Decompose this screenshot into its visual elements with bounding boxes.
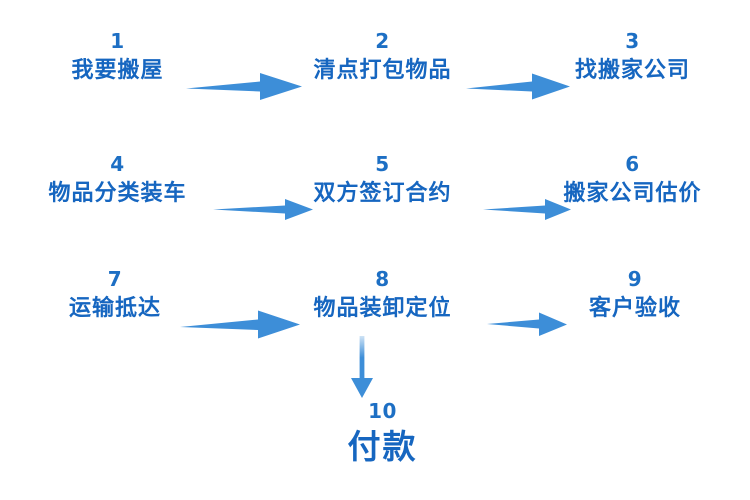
step-number-5: 5: [375, 152, 390, 176]
flow-step-9[interactable]: 9 客户验收: [550, 266, 720, 326]
step-number-10: 10: [368, 399, 397, 423]
flow-step-2[interactable]: 2 清点打包物品: [295, 28, 470, 88]
step-number-4: 4: [110, 152, 125, 176]
flow-step-4[interactable]: 4 物品分类装车: [25, 151, 210, 211]
flow-step-3[interactable]: 3 找搬家公司: [545, 28, 720, 88]
arrow-right-step5-step6: [483, 191, 571, 223]
arrow-right-step4-step5: [213, 191, 313, 223]
flow-step-10[interactable]: 10 付款: [295, 398, 470, 470]
flow-row-3: 7 运输抵达 8 物品装卸定位 9 客户验收: [0, 248, 750, 358]
flow-step-8[interactable]: 8 物品装卸定位: [295, 266, 470, 326]
step-number-7: 7: [107, 267, 123, 291]
arrow-down-step8-step10: [340, 336, 384, 398]
step-label-9: 客户验收: [588, 296, 681, 321]
step-label-6: 搬家公司估价: [563, 181, 702, 206]
arrow-right-step2-step3: [466, 64, 570, 104]
flow-step-6[interactable]: 6 搬家公司估价: [540, 151, 725, 211]
step-label-8: 物品装卸定位: [313, 296, 452, 321]
step-number-3: 3: [625, 29, 640, 53]
step-number-9: 9: [627, 267, 643, 291]
flow-step-1[interactable]: 1 我要搬屋: [30, 28, 205, 88]
step-label-10: 付款: [347, 427, 418, 466]
flow-step-7[interactable]: 7 运输抵达: [35, 266, 195, 326]
step-label-3: 找搬家公司: [574, 58, 690, 83]
step-label-2: 清点打包物品: [313, 58, 452, 83]
step-label-4: 物品分类装车: [48, 181, 187, 206]
arrow-right-step8-step9: [487, 306, 567, 338]
step-label-7: 运输抵达: [68, 296, 161, 321]
step-number-8: 8: [375, 267, 390, 291]
step-number-6: 6: [625, 152, 640, 176]
flow-row-2: 4 物品分类装车 5 双方签订合约 6 搬家公司估价: [0, 133, 750, 243]
step-label-5: 双方签订合约: [313, 181, 452, 206]
flow-step-5[interactable]: 5 双方签订合约: [295, 151, 470, 211]
step-label-1: 我要搬屋: [71, 58, 164, 83]
arrow-right-step1-step2: [186, 64, 302, 104]
arrow-right-step7-step8: [180, 302, 300, 342]
step-number-2: 2: [375, 29, 390, 53]
flow-row-1: 1 我要搬屋 2 清点打包物品 3 找搬家公司: [0, 10, 750, 120]
step-number-1: 1: [110, 29, 125, 53]
